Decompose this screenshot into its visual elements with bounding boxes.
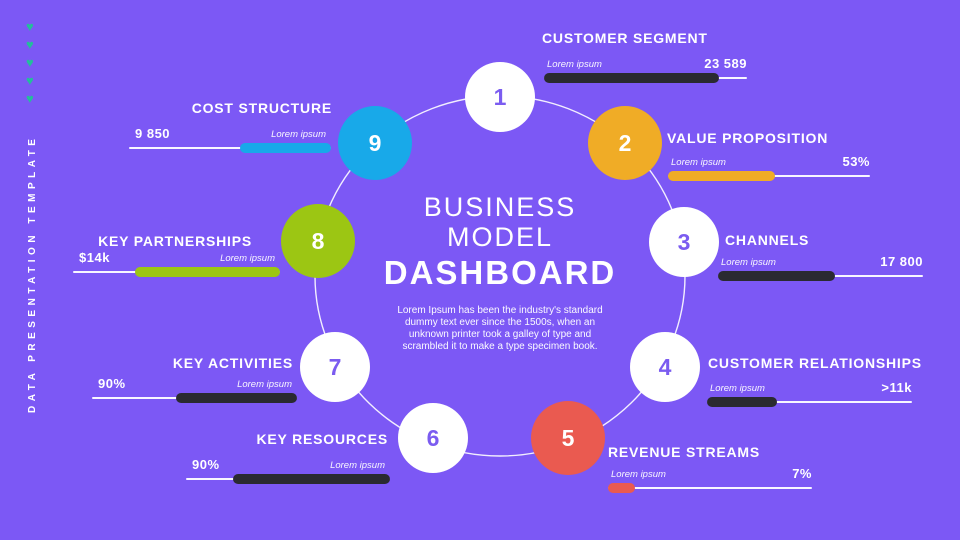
bar-fill-cost-structure [240, 143, 331, 153]
bar-value-cost-structure: 9 850 [135, 126, 171, 141]
bar-fill-customer-relationships [707, 397, 777, 407]
bar-fill-revenue-streams [608, 483, 635, 493]
slide-title-line2: MODEL [446, 222, 554, 252]
node-customer-relationships: 4 [630, 332, 700, 402]
heart-icon: ♥ [26, 73, 34, 88]
bar-value-customer-relationships: >11k [881, 380, 912, 395]
bar-fill-value-proposition [668, 171, 776, 181]
bar-fill-key-activities [176, 393, 297, 403]
bar-key-resources [186, 474, 390, 484]
bar-value-revenue-streams: 7% [792, 466, 812, 481]
heart-icon: ♥ [26, 37, 34, 52]
bar-customer-segment [544, 73, 747, 83]
heart-icon: ♥ [26, 55, 34, 70]
bar-value-key-activities: 90% [98, 376, 126, 391]
bar-value-key-partnerships: $14k [79, 250, 110, 265]
title-channels: CHANNELS [725, 232, 810, 248]
bar-label-key-resources: Lorem ipsum [330, 460, 385, 471]
bar-value-key-resources: 90% [192, 457, 220, 472]
title-value-proposition: VALUE PROPOSITION [667, 130, 829, 146]
hearts-column: ♥ ♥ ♥ ♥ ♥ [26, 20, 34, 105]
bar-label-customer-relationships: Lorem ipsum [710, 383, 765, 394]
bar-label-cost-structure: Lorem ipsum [271, 129, 326, 140]
node-number-channels: 3 [677, 228, 691, 255]
node-number-cost-structure: 9 [368, 129, 382, 156]
node-key-partnerships: 8 [281, 204, 355, 278]
bar-label-value-proposition: Lorem ipsum [671, 157, 726, 168]
bar-line-revenue-streams [608, 487, 812, 489]
bar-value-value-proposition: 53% [842, 154, 870, 169]
title-revenue-streams: REVENUE STREAMS [608, 444, 761, 460]
bar-line-customer-relationships [707, 401, 912, 403]
title-customer-relationships: CUSTOMER RELATIONSHIPS [708, 355, 922, 371]
node-customer-segment: 1 [465, 62, 535, 132]
slide-title-line3: DASHBOARD [383, 254, 617, 291]
bar-channels [718, 271, 923, 281]
bar-cost-structure [129, 143, 331, 153]
node-number-customer-segment: 1 [493, 83, 507, 110]
bar-customer-relationships [707, 397, 912, 407]
bar-label-key-activities: Lorem ipsum [237, 379, 292, 390]
bar-fill-key-partnerships [135, 267, 280, 277]
title-key-resources: KEY RESOURCES [256, 431, 388, 447]
bar-value-proposition [668, 171, 870, 181]
bar-label-revenue-streams: Lorem ipsum [611, 469, 666, 480]
center-block: BUSINESS MODEL DASHBOARD Lorem Ipsum has… [370, 192, 630, 353]
bar-line-cost-structure [129, 147, 331, 149]
heart-icon: ♥ [26, 91, 34, 106]
bar-fill-channels [718, 271, 835, 281]
node-key-resources: 6 [398, 403, 468, 473]
node-revenue-streams: 5 [531, 401, 605, 475]
node-key-activities: 7 [300, 332, 370, 402]
node-number-key-partnerships: 8 [311, 227, 325, 254]
bar-value-channels: 17 800 [880, 254, 923, 269]
bar-label-key-partnerships: Lorem ipsum [220, 253, 275, 264]
heart-icon: ♥ [26, 19, 34, 34]
node-value-proposition: 2 [588, 106, 662, 180]
slide-title-line1: BUSINESS [423, 192, 577, 222]
slide-description: Lorem Ipsum has been the industry's stan… [397, 305, 603, 352]
bar-value-customer-segment: 23 589 [704, 56, 747, 71]
bar-revenue-streams [608, 483, 812, 493]
node-number-customer-relationships: 4 [658, 353, 672, 380]
node-number-value-proposition: 2 [618, 129, 632, 156]
bar-key-activities [92, 393, 297, 403]
bar-fill-key-resources [232, 474, 390, 484]
bar-label-customer-segment: Lorem ipsum [547, 59, 602, 70]
title-cost-structure: COST STRUCTURE [191, 100, 332, 116]
title-customer-segment: CUSTOMER SEGMENT [542, 30, 708, 46]
node-number-revenue-streams: 5 [561, 424, 575, 451]
bar-fill-customer-segment [544, 73, 719, 83]
bar-label-channels: Lorem ipsum [721, 257, 776, 268]
bar-key-partnerships [73, 267, 280, 277]
node-number-key-activities: 7 [328, 353, 342, 380]
node-channels: 3 [649, 207, 719, 277]
title-key-activities: KEY ACTIVITIES [172, 355, 293, 371]
node-number-key-resources: 6 [426, 424, 440, 451]
title-key-partnerships: KEY PARTNERSHIPS [98, 233, 252, 249]
node-cost-structure: 9 [338, 106, 412, 180]
